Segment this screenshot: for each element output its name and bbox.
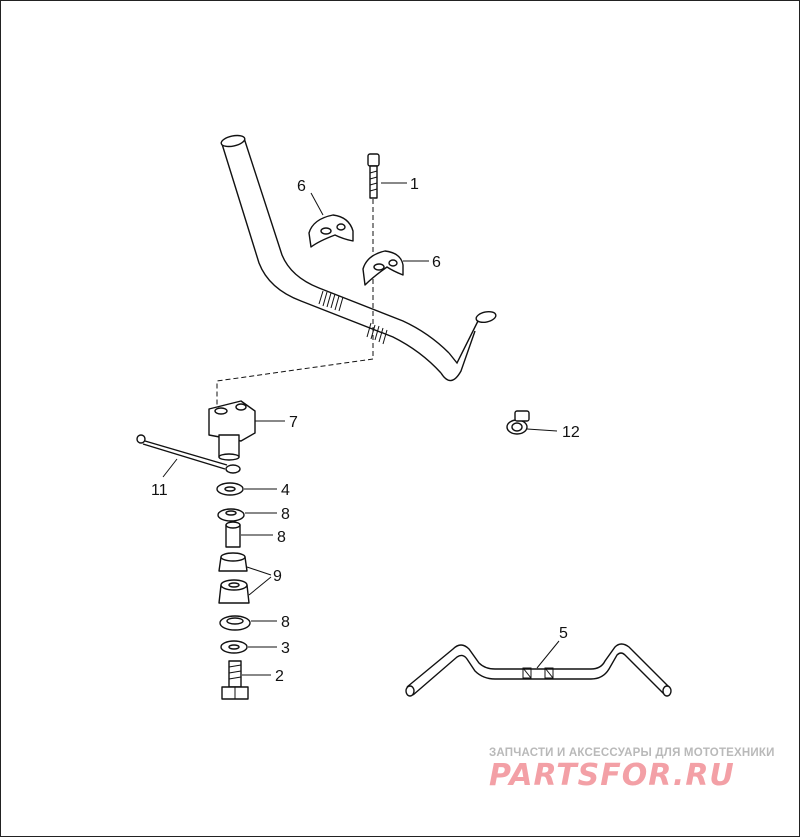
washer-part-8-upper: [217, 508, 277, 522]
watermark-logo: PARTSFOR.RU: [489, 758, 735, 793]
callout-10: 8: [277, 529, 286, 546]
callout-5: 5: [559, 625, 568, 642]
clamp-part-12: [506, 410, 558, 435]
bolt-part-1: [367, 153, 407, 199]
bolt-part-2: [221, 660, 271, 700]
callout-3: 3: [281, 640, 290, 657]
washer-part-4: [216, 482, 277, 496]
clamp-cap-lower: [362, 250, 429, 286]
watermark-tagline: ЗАПЧАСТИ И АКСЕССУАРЫ ДЛЯ МОТОТЕХНИКИ: [489, 747, 775, 759]
washer-part-8-lower: [219, 615, 277, 631]
riser-part-7: [208, 400, 285, 461]
callout-12: 12: [562, 424, 580, 441]
ground-strap-part-11: [136, 434, 241, 478]
bushing-part-9-upper: [218, 552, 248, 572]
leaders-part-9: [246, 566, 272, 596]
callout-11: 11: [151, 482, 168, 499]
bushing-part-9-lower: [218, 579, 250, 604]
callout-6-upper: 6: [297, 178, 306, 195]
callout-9: 9: [273, 568, 282, 585]
knurl-right: [366, 322, 388, 345]
handlebar-large: [220, 134, 497, 382]
callout-8-lower: 8: [281, 614, 290, 631]
sleeve-part-10: [225, 521, 273, 548]
assembly-line: [216, 199, 374, 413]
callout-6-lower: 6: [432, 254, 441, 271]
callout-1: 1: [410, 176, 419, 193]
knurl-left: [318, 290, 344, 312]
callout-2: 2: [275, 668, 284, 685]
handlebar-part-5: [405, 640, 672, 697]
watermark: ЗАПЧАСТИ И АКСЕССУАРЫ ДЛЯ МОТОТЕХНИКИ PA…: [489, 747, 775, 793]
washer-part-3: [220, 640, 277, 654]
callout-8-upper: 8: [281, 506, 290, 523]
clamp-cap-upper: [308, 192, 354, 248]
callout-7: 7: [289, 414, 298, 431]
callout-4: 4: [281, 482, 290, 499]
